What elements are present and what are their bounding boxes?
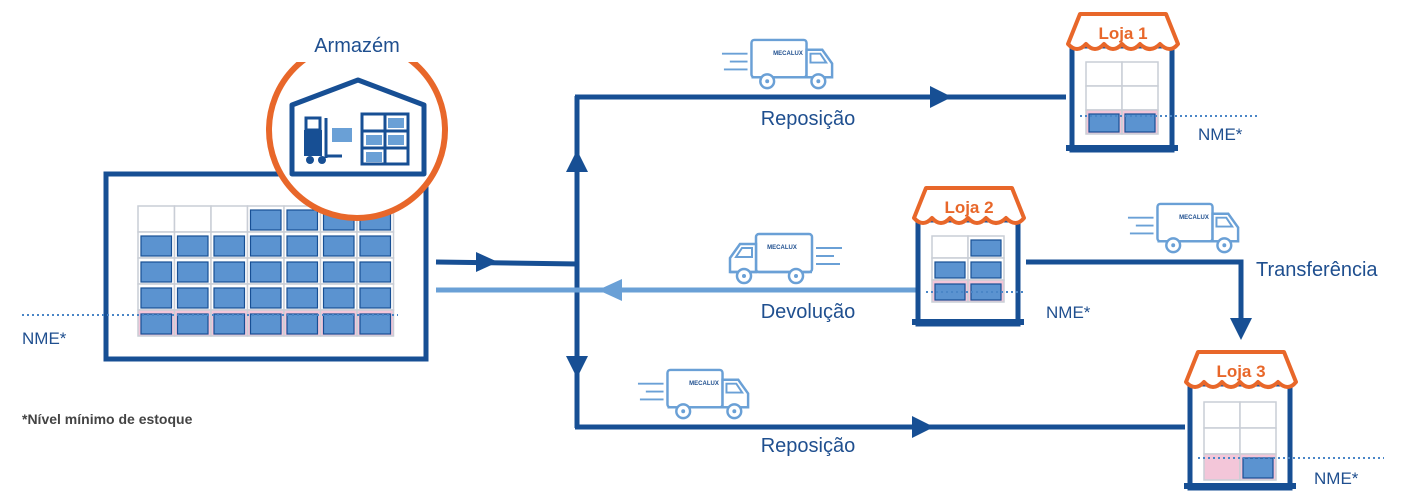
warehouse-rack-cell [210, 205, 249, 233]
warehouse-rack-box [140, 261, 173, 283]
warehouse-rack-box [322, 261, 355, 283]
warehouse-rack-cell [173, 205, 212, 233]
truck-bottom: MECALUX [636, 368, 750, 420]
store-3-rack-cell [1203, 401, 1241, 429]
arrow-to-junction-icon [476, 252, 498, 272]
store-2-rack-box [934, 283, 966, 301]
svg-text:MECALUX: MECALUX [1179, 215, 1209, 221]
arrow-return-icon [598, 279, 622, 301]
arrow-to-store3-icon [912, 416, 934, 438]
warehouse-rack-box [176, 235, 209, 257]
store-2-rack-cell [931, 235, 969, 259]
flow-label-bottom: Reposição [761, 435, 856, 457]
store-1-rack-cell [1085, 61, 1123, 87]
warehouse-rack-box [249, 209, 282, 231]
warehouse-rack-box [249, 287, 282, 309]
store-1-rack-cell [1121, 85, 1159, 111]
warehouse-rack-box [140, 287, 173, 309]
store-3-rack-cell [1239, 427, 1277, 455]
store-1-awning [1066, 12, 1180, 51]
warehouse-rack-box [286, 235, 319, 257]
store-1-name: Loja 1 [1098, 24, 1147, 43]
warehouse-rack-box [249, 313, 282, 335]
warehouse-rack-cell [137, 205, 176, 233]
warehouse-rack-box [176, 313, 209, 335]
warehouse-rack-box [359, 287, 392, 309]
warehouse-rack-box [322, 313, 355, 335]
warehouse-rack-box [213, 313, 246, 335]
warehouse-title: Armazém [314, 35, 400, 57]
footnote: *Nível mínimo de estoque [22, 411, 193, 427]
arrow-transfer-icon [1230, 318, 1252, 340]
warehouse-rack-box [359, 235, 392, 257]
warehouse-rack-box [322, 287, 355, 309]
warehouse-rack-box [286, 209, 319, 231]
truck-top: MECALUX [720, 38, 834, 90]
store-1-nme: NME* [1198, 125, 1243, 144]
warehouse-rack-box [359, 313, 392, 335]
arrow-down-icon [566, 356, 588, 378]
store-1-rack-cell [1085, 85, 1123, 111]
flow-label-transfer: Transferência [1256, 259, 1378, 281]
flow-label-top: Reposição [761, 108, 856, 130]
warehouse-rack-box [140, 235, 173, 257]
store-2-rack-box [934, 261, 966, 279]
warehouse-rack-box [213, 235, 246, 257]
svg-text:MECALUX: MECALUX [689, 381, 719, 387]
store-1: Loja 1 NME* [1066, 12, 1258, 153]
warehouse-badge: Armazém [240, 20, 474, 221]
store-3-nme: NME* [1314, 469, 1359, 488]
flow-lines [435, 86, 1252, 438]
arrow-to-store1-icon [930, 86, 952, 108]
store-3-rack-cell [1203, 427, 1241, 455]
warehouse-nme-label: NME* [22, 329, 67, 348]
warehouse-rack-box [322, 235, 355, 257]
svg-text:MECALUX: MECALUX [767, 245, 797, 251]
store-2-rack-box [970, 239, 1002, 257]
store-2: Loja 2 NME* [912, 186, 1091, 327]
store-3-rack-box [1242, 457, 1274, 479]
store-1-rack-box [1124, 113, 1156, 133]
warehouse-rack-box [213, 261, 246, 283]
store-2-awning [912, 186, 1026, 225]
warehouse-rack-box [176, 261, 209, 283]
svg-text:MECALUX: MECALUX [773, 51, 803, 57]
store-2-nme: NME* [1046, 303, 1091, 322]
warehouse-rack-box [286, 287, 319, 309]
warehouse-rack-box [213, 287, 246, 309]
warehouse-rack-box [249, 235, 282, 257]
warehouse-rack-box [359, 261, 392, 283]
warehouse-rack [137, 205, 395, 337]
store-3-rack-cell [1239, 401, 1277, 429]
store-1-rack-cell [1121, 61, 1159, 87]
store-1-rack-box [1088, 113, 1120, 133]
arrow-up-icon [566, 150, 588, 172]
warehouse-rack-box [176, 287, 209, 309]
warehouse-rack-box [249, 261, 282, 283]
store-2-rack-box [970, 261, 1002, 279]
warehouse-rack-box [286, 261, 319, 283]
warehouse-rack-box [286, 313, 319, 335]
truck-return: MECALUX [730, 234, 842, 283]
warehouse-building-icon [289, 77, 427, 177]
store-3: Loja 3 NME* [1184, 350, 1384, 491]
truck-transfer: MECALUX [1126, 202, 1240, 254]
flow-label-return: Devolução [761, 301, 856, 323]
store-3-name: Loja 3 [1216, 362, 1265, 381]
store-3-awning [1184, 350, 1298, 389]
store-2-name: Loja 2 [944, 198, 993, 217]
warehouse-rack-box [140, 313, 173, 335]
